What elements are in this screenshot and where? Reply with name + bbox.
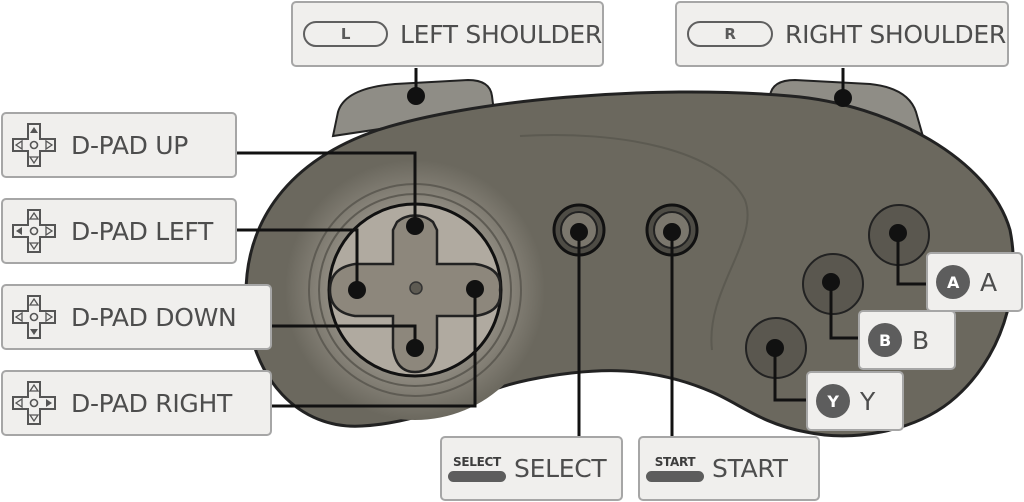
label-dpad-right: D-PAD RIGHT (1, 370, 272, 436)
start-button-icon: START (646, 456, 704, 482)
label-b: B B (858, 310, 956, 370)
left-shoulder-button (331, 78, 496, 138)
dpad-center-dot (409, 281, 423, 295)
start-icon-text: START (654, 454, 696, 469)
label-left-shoulder-text: LEFT SHOULDER (400, 19, 602, 49)
dpad-left-icon (12, 209, 56, 253)
dpad-up-icon (12, 123, 56, 167)
label-b-text: B (912, 325, 929, 355)
select-icon-text: SELECT (453, 454, 501, 469)
label-dpad-right-text: D-PAD RIGHT (71, 388, 232, 418)
label-dpad-left: D-PAD LEFT (1, 198, 237, 264)
label-y-text: Y (860, 386, 875, 416)
label-start-text: START (712, 454, 788, 483)
dpad-right-icon (12, 381, 56, 425)
l-button-icon: L (303, 21, 389, 47)
label-left-shoulder: L LEFT SHOULDER (291, 1, 604, 67)
body-contour (519, 133, 749, 351)
label-start: START START (638, 436, 820, 501)
label-a: A A (926, 252, 1023, 312)
label-right-shoulder-text: RIGHT SHOULDER (785, 19, 1006, 49)
b-button-icon: B (868, 323, 902, 357)
y-button-icon: Y (816, 384, 850, 418)
label-select: SELECT SELECT (440, 436, 623, 501)
r-button-icon: R (687, 21, 773, 47)
label-dpad-left-text: D-PAD LEFT (71, 216, 213, 246)
select-button-icon: SELECT (448, 456, 506, 482)
label-select-text: SELECT (514, 454, 607, 483)
label-a-text: A (980, 267, 997, 297)
label-dpad-down-text: D-PAD DOWN (71, 302, 237, 332)
select-bar-icon (448, 470, 506, 482)
label-dpad-up: D-PAD UP (1, 112, 237, 178)
label-y: Y Y (806, 371, 904, 431)
label-dpad-down: D-PAD DOWN (1, 284, 272, 350)
connector-dots (348, 87, 907, 357)
label-right-shoulder: R RIGHT SHOULDER (675, 1, 1009, 67)
start-bar-icon (646, 470, 704, 482)
dpad-down-icon (12, 295, 56, 339)
a-button-icon: A (936, 265, 970, 299)
label-dpad-up-text: D-PAD UP (71, 130, 189, 160)
